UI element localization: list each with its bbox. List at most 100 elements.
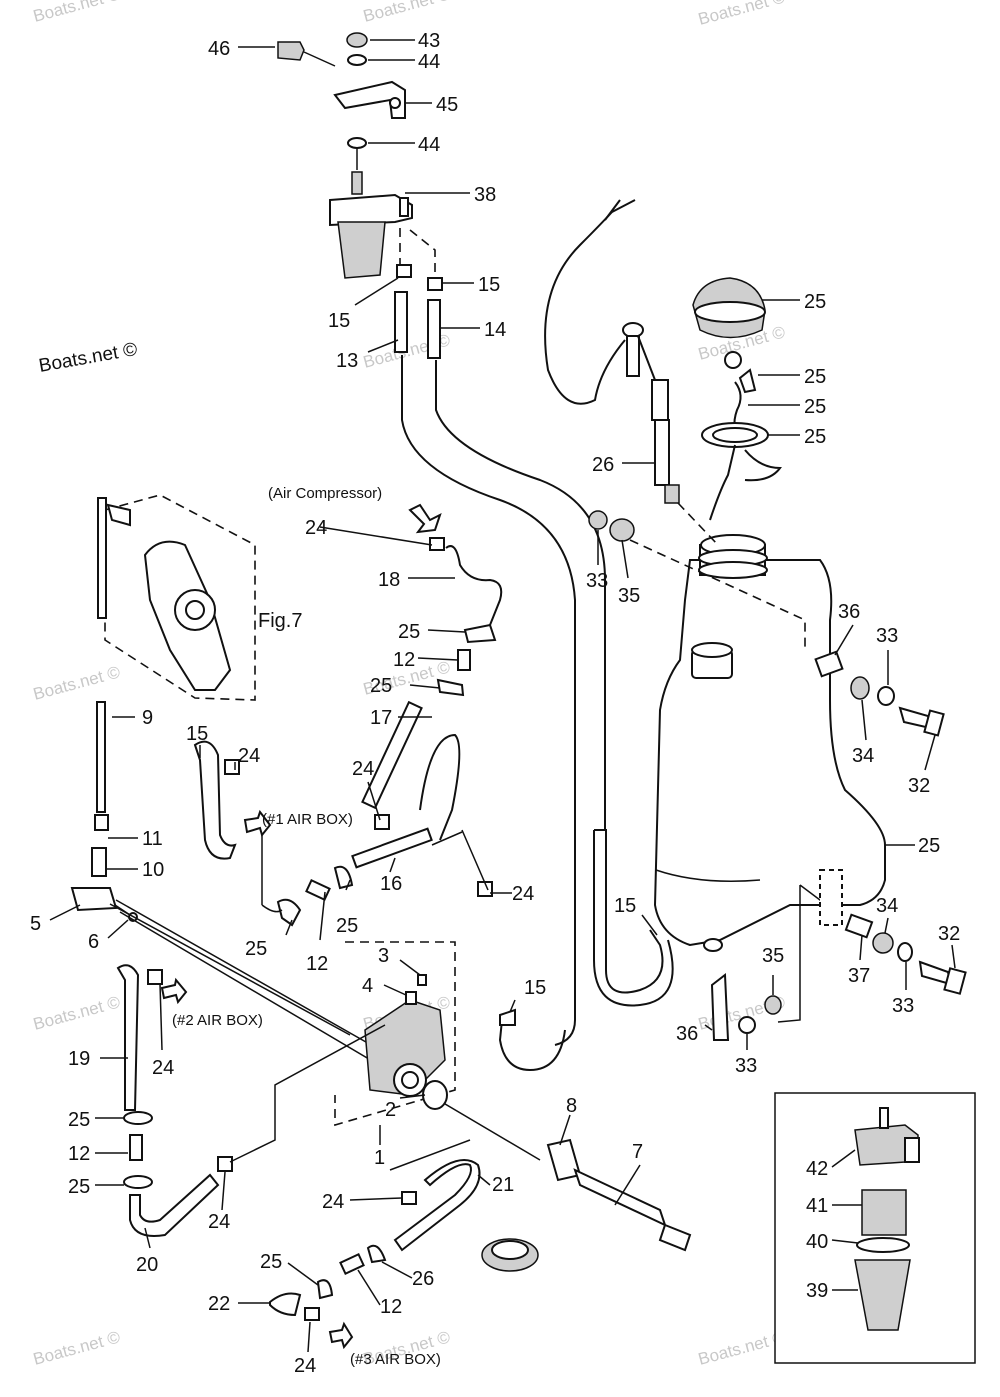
oil-pump-1: [334, 941, 456, 1127]
callout-12: 12: [380, 1296, 402, 1318]
callout-14: 14: [484, 319, 506, 341]
callout-16: 15: [186, 723, 208, 745]
callout-20: 19: [68, 1048, 90, 1070]
watermark: Boats.net ©: [696, 0, 787, 29]
callout-19: 18: [378, 569, 400, 591]
callout-11: 11: [142, 828, 163, 850]
callout-36: 37: [848, 965, 870, 987]
callout-10: 10: [142, 859, 164, 881]
tank-cap-assembly: [692, 277, 782, 521]
callout-39: 39: [806, 1280, 828, 1302]
lower-mount-hardware: [710, 869, 967, 1041]
callout-36: 36: [838, 601, 860, 623]
callout-12: 12: [68, 1143, 90, 1165]
fig7-bracket: [97, 494, 256, 701]
watermark: Boats.net ©: [31, 1327, 122, 1369]
callout-30: 25: [804, 366, 826, 388]
callout-33: 33: [586, 570, 608, 592]
hose-16: [193, 740, 240, 860]
callout-17: 16: [380, 873, 402, 895]
callout-25: 25: [398, 621, 420, 643]
callout-26: 25: [918, 835, 940, 857]
flow-arrows: [160, 503, 442, 1350]
callout-25: 25: [336, 915, 358, 937]
oil-tank-26: [653, 534, 886, 952]
callout-24: 24: [208, 1211, 230, 1233]
callout-29: 25: [804, 396, 826, 418]
callout-25: 25: [68, 1109, 90, 1131]
watermark: Boats.net ©: [31, 992, 122, 1034]
callout-45: 45: [436, 94, 458, 116]
callout-24: 24: [512, 883, 534, 905]
callout-38: 38: [474, 184, 496, 206]
callout-15: 15: [478, 274, 500, 296]
level-sensor-31: [544, 199, 719, 546]
watermark: Boats.net ©: [361, 0, 452, 26]
callout-25: 26: [412, 1268, 434, 1290]
callout-41: 41: [806, 1195, 828, 1217]
callout-24: 24: [238, 745, 260, 767]
callout-22: 21: [492, 1174, 514, 1196]
air-box-1-note: (#1 AIR BOX): [262, 811, 353, 828]
air-compressor-note: (Air Compressor): [268, 485, 382, 502]
callout-32: 32: [938, 923, 960, 945]
callout-9: 9: [142, 707, 153, 729]
callout-5: 5: [30, 913, 41, 935]
air-box-2-note: (#2 AIR BOX): [172, 1012, 263, 1029]
watermark: Boats.net ©: [31, 0, 122, 26]
callout-25: 25: [245, 938, 267, 960]
callout-28: 25: [804, 426, 826, 448]
callout-34: 34: [876, 895, 898, 917]
callout-43: 43: [418, 30, 440, 52]
callout-7: 7: [632, 1141, 643, 1163]
callout-13: 13: [336, 350, 358, 372]
callout-23: 22: [208, 1293, 230, 1315]
callout-25: 25: [260, 1251, 282, 1273]
callout-25: 25: [370, 675, 392, 697]
bracket-assembly: [277, 32, 406, 170]
leaders: [49, 39, 956, 1353]
callout-24: 24: [305, 517, 327, 539]
link-rod-9: [70, 701, 541, 1161]
callout-12: 12: [393, 649, 415, 671]
callout-15: 15: [328, 310, 350, 332]
callout-42: 42: [806, 1158, 828, 1180]
callout-12: 12: [306, 953, 328, 975]
callout-37: 36: [676, 1023, 698, 1045]
callout-25: 25: [68, 1176, 90, 1198]
callout-24: 24: [152, 1057, 174, 1079]
callout-40: 40: [806, 1231, 828, 1253]
hose-20-21: [116, 964, 386, 1237]
fig7-label: Fig.7: [258, 610, 302, 632]
callout-18: 17: [370, 707, 392, 729]
callout-44: 44: [418, 134, 440, 156]
fuel-filter-38: [329, 171, 413, 279]
hose-set: [261, 537, 516, 1026]
callout-24: 24: [322, 1191, 344, 1213]
callout-labels: 46 43 44 45 44 38 15 15 14 13 25 25 25 2…: [30, 30, 960, 1377]
callout-32: 32: [908, 775, 930, 797]
brand-label: Boats.net ©: [37, 339, 139, 377]
callout-33: 33: [735, 1055, 757, 1077]
callout-15: 15: [614, 895, 636, 917]
callout-8: 8: [566, 1095, 577, 1117]
callout-46: 46: [208, 38, 230, 60]
callout-21: 20: [136, 1254, 158, 1276]
watermark: Boats.net ©: [31, 662, 122, 704]
callout-24: 24: [294, 1355, 316, 1377]
drive-shaft-7: [481, 1138, 692, 1272]
callout-15: 15: [524, 977, 546, 999]
callout-24: 24: [352, 758, 374, 780]
callout-34: 34: [852, 745, 874, 767]
callout-6: 6: [88, 931, 99, 953]
callout-1: 1: [374, 1147, 385, 1169]
callout-33: 33: [892, 995, 914, 1017]
air-box-3-note: (#3 AIR BOX): [350, 1351, 441, 1368]
hose-22-23: [269, 1139, 481, 1321]
callout-2: 2: [385, 1099, 396, 1121]
callout-33: 33: [876, 625, 898, 647]
inset-filter: [774, 1092, 976, 1364]
callout-31: 26: [592, 454, 614, 476]
watermark: Boats.net ©: [696, 1327, 787, 1369]
callout-35: 35: [762, 945, 784, 967]
